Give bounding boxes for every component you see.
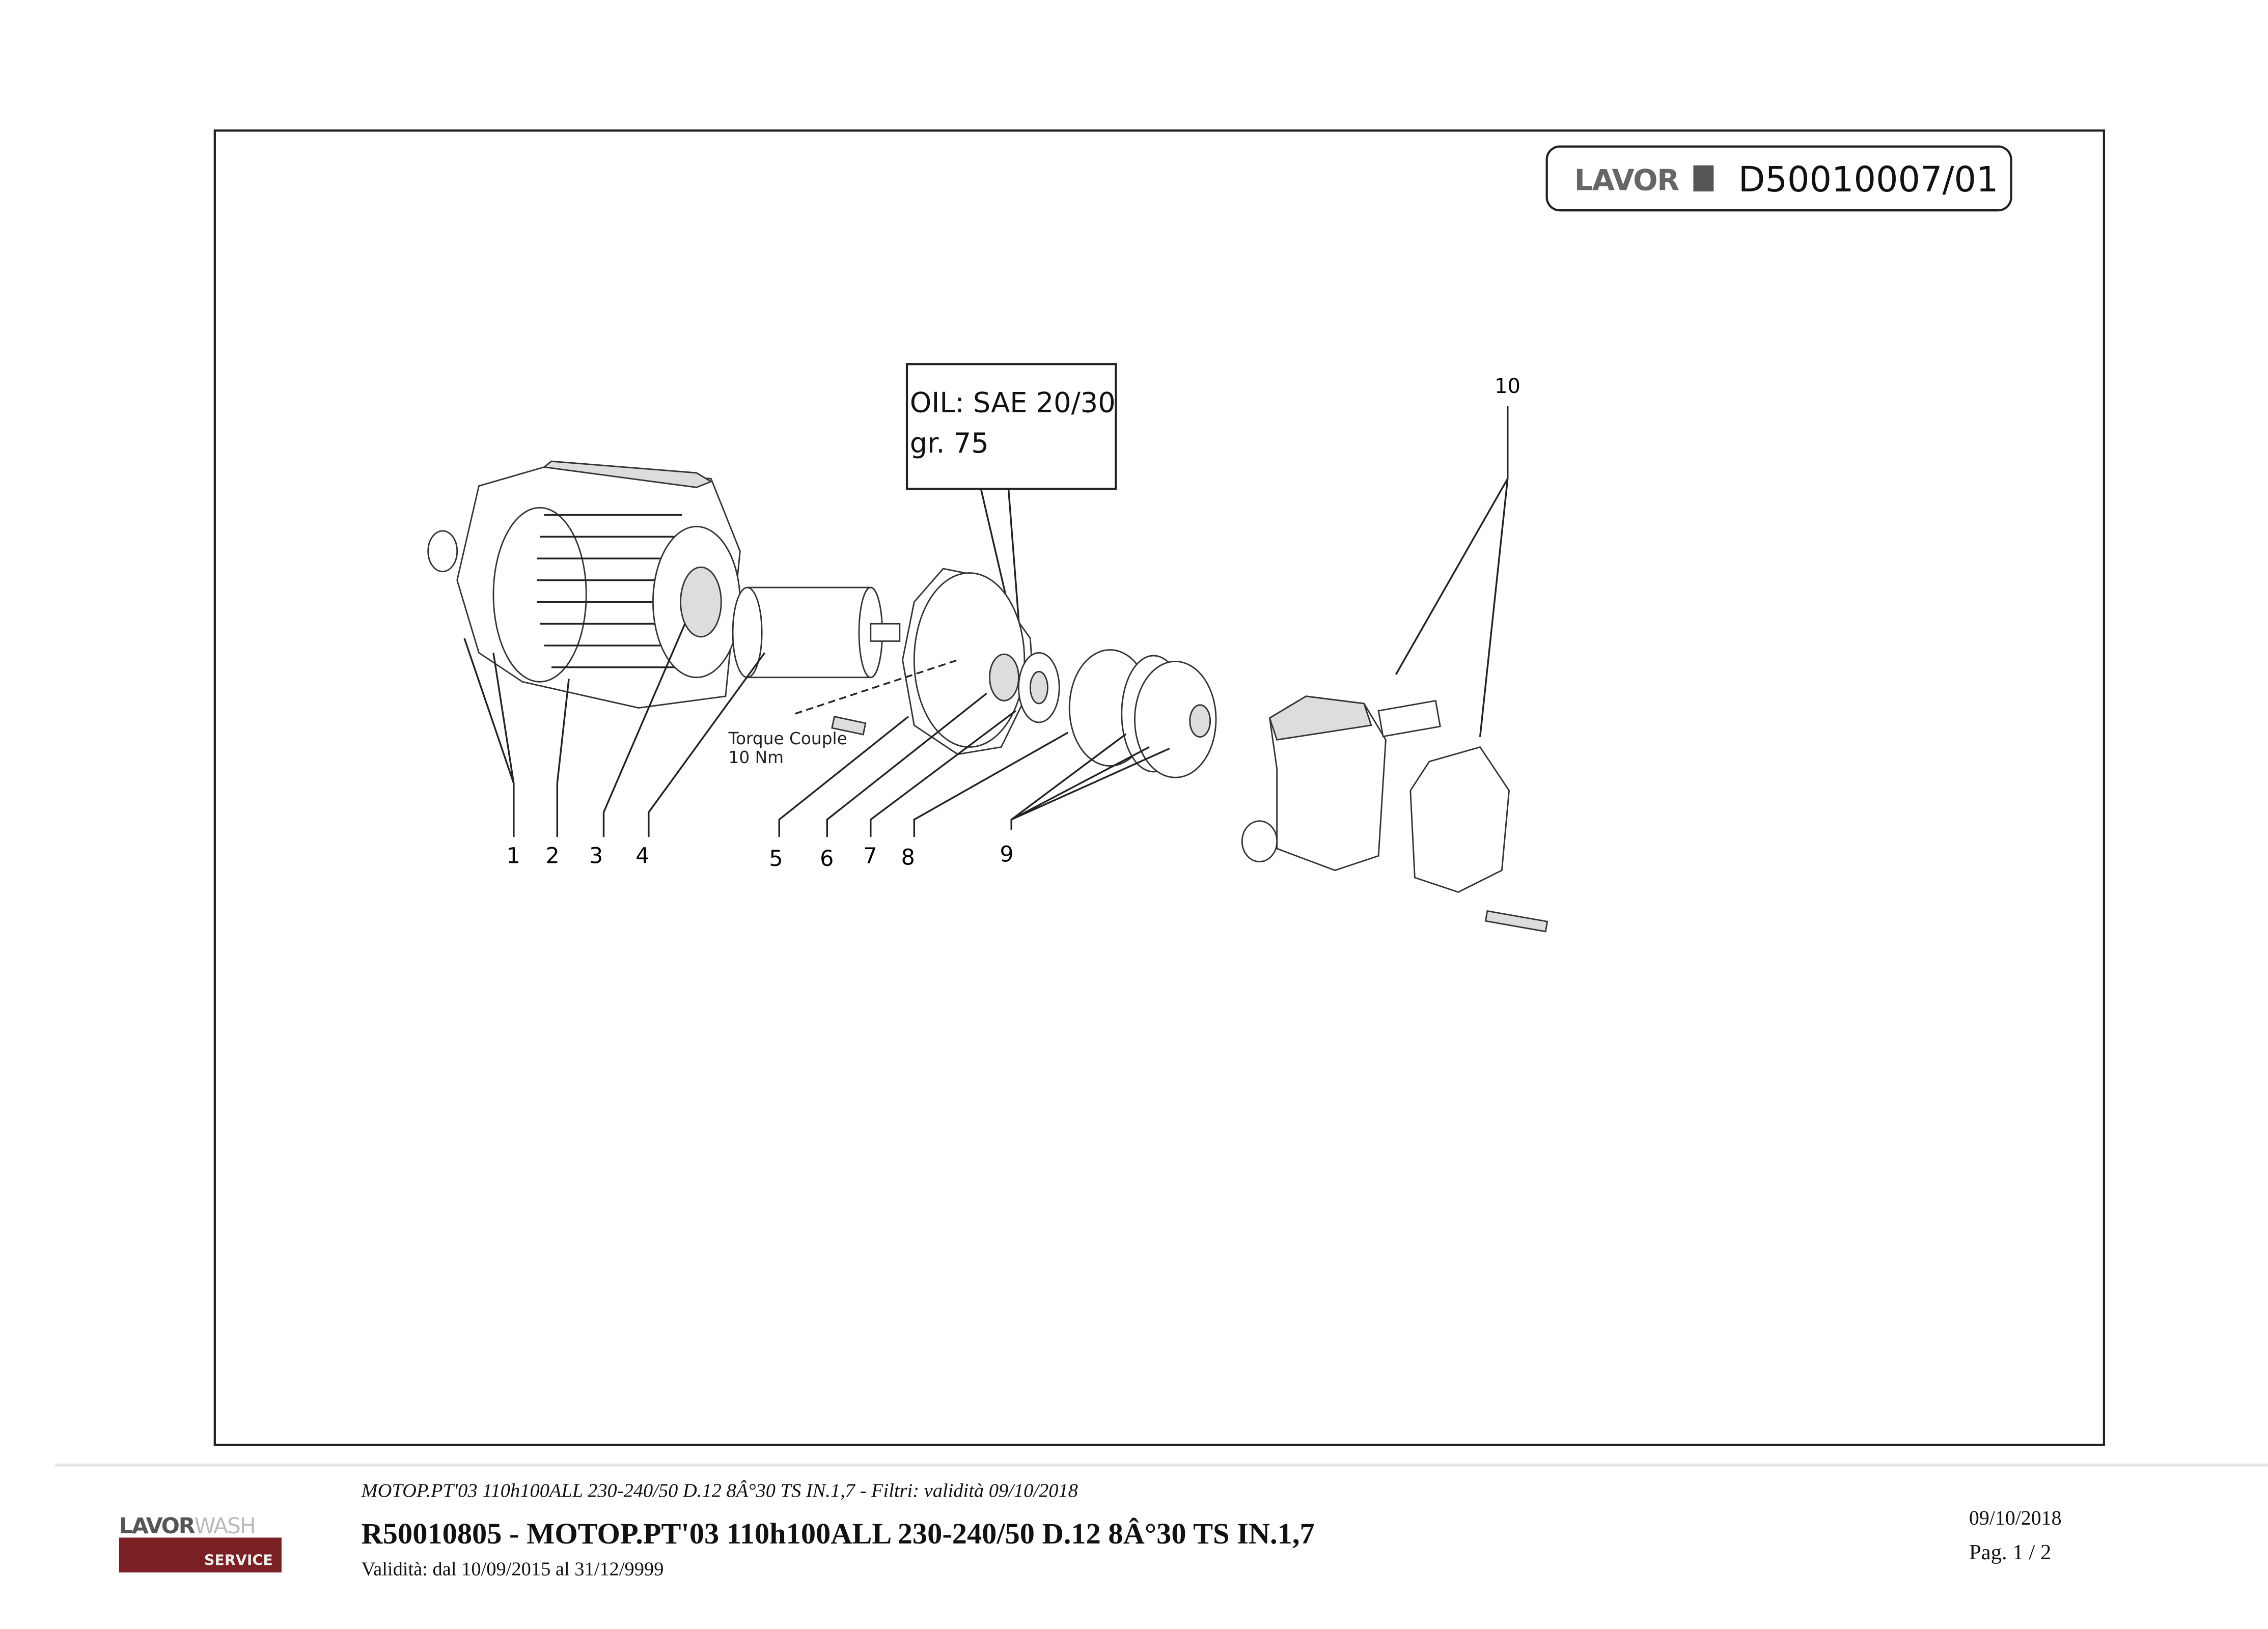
pump-flange <box>902 568 1034 755</box>
callout-6: 6 <box>820 846 834 872</box>
torque-note-line1: Torque Couple <box>728 729 847 748</box>
callout-leaders <box>463 406 1509 837</box>
callout-8: 8 <box>901 845 915 870</box>
validity-line: Validità: dal 10/09/2015 al 31/12/9999 <box>362 1559 664 1580</box>
torque-screw <box>795 659 958 736</box>
callout-numbers: 1 2 3 4 5 6 7 8 9 10 <box>507 375 1520 872</box>
drawing-frame <box>213 129 2106 1446</box>
page-number: Pag. 1 / 2 <box>1969 1540 2051 1564</box>
svg-text:SERVICE: SERVICE <box>204 1552 273 1569</box>
svg-text:LAVOR: LAVOR <box>1574 163 1679 197</box>
swash-plate-discs <box>1068 649 1217 778</box>
motor-housing <box>427 460 741 709</box>
callout-10: 10 <box>1495 375 1520 398</box>
svg-text:LAVORWASH: LAVORWASH <box>119 1513 255 1539</box>
drawing-code: D50010007/01 <box>1738 160 1999 200</box>
lavorwash-service-logo: LAVORWASH SERVICE <box>119 1513 282 1572</box>
callout-1: 1 <box>507 843 520 868</box>
oil-note-line2: gr. 75 <box>910 427 989 459</box>
callout-5: 5 <box>769 846 783 872</box>
filter-line: MOTOP.PT'03 110h100ALL 230-240/50 D.12 8… <box>361 1480 1078 1502</box>
rotor <box>732 586 901 679</box>
print-date: 09/10/2018 <box>1969 1506 2062 1529</box>
document-title: R50010805 - MOTOP.PT'03 110h100ALL 230-2… <box>362 1517 1315 1550</box>
callout-3: 3 <box>589 843 603 868</box>
bearing-seals <box>1018 652 1060 723</box>
lavor-pro-logo: LAVOR <box>1574 163 1714 197</box>
torque-note-line2: 10 Nm <box>729 748 784 767</box>
callout-7: 7 <box>864 843 877 868</box>
callout-4: 4 <box>635 843 649 868</box>
callout-2: 2 <box>546 843 560 868</box>
oil-note-line1: OIL: SAE 20/30 <box>910 386 1116 418</box>
callout-9: 9 <box>1000 842 1013 867</box>
drawing-title-block: LAVOR D50010007/01 <box>1545 145 2012 212</box>
pump-head-assembly <box>1241 695 1548 933</box>
